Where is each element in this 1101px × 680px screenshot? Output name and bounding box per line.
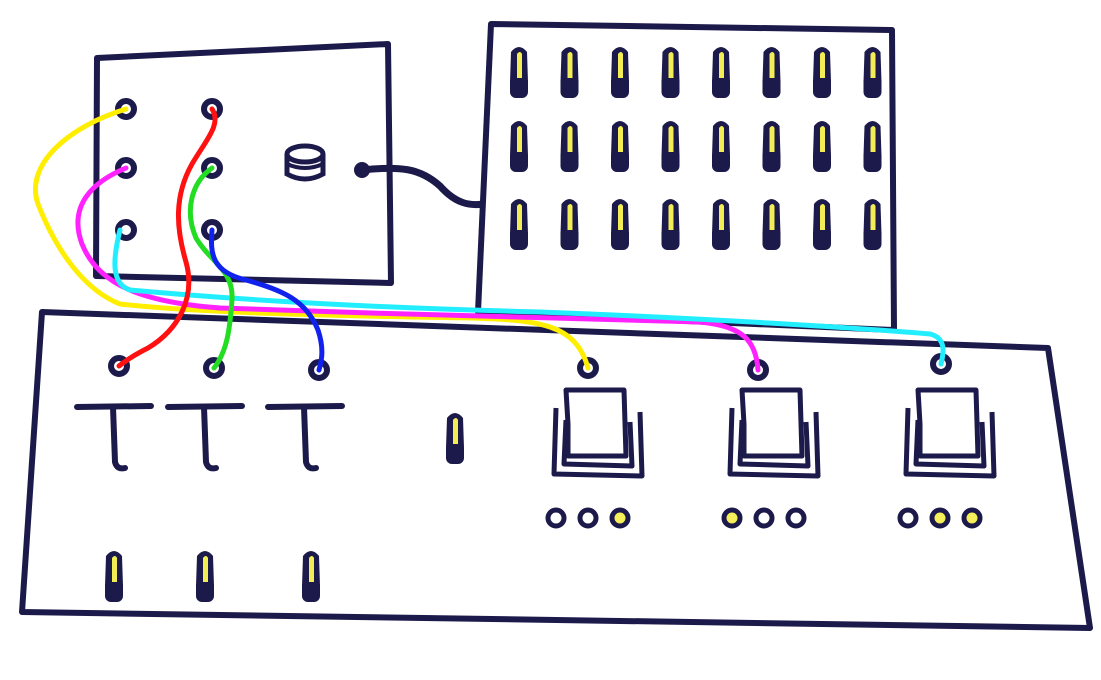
toggle-lever bbox=[820, 204, 825, 230]
console bbox=[19, 309, 1093, 631]
printer-housing-outer bbox=[903, 407, 997, 479]
toggle-switch-icon[interactable] bbox=[863, 199, 882, 250]
toggle-switch-icon[interactable] bbox=[661, 199, 680, 250]
toggle-switch-icon[interactable] bbox=[611, 199, 629, 250]
toggle-switch-icon[interactable] bbox=[762, 47, 781, 98]
toggle-lever bbox=[719, 52, 724, 78]
indicator-lamp-icon bbox=[897, 507, 919, 529]
toggle-lever bbox=[820, 126, 825, 152]
toggle-switch-icon[interactable] bbox=[510, 199, 528, 250]
printer-housing-inner bbox=[913, 419, 987, 469]
indicator-lamp-icon bbox=[609, 507, 631, 529]
toggle-switch-icon[interactable] bbox=[863, 121, 882, 172]
drum-icon bbox=[284, 143, 326, 182]
indicator-lamp-icon bbox=[577, 507, 599, 529]
printer-icon[interactable] bbox=[551, 387, 645, 479]
indicator-lamp-icon bbox=[545, 507, 567, 529]
toggle-lever bbox=[112, 556, 117, 582]
indicator-lamp-icon bbox=[961, 507, 983, 529]
toggle-switch-icon[interactable] bbox=[712, 199, 730, 250]
toggle-switch-icon[interactable] bbox=[813, 47, 831, 98]
toggle-switch-icon[interactable] bbox=[661, 121, 680, 172]
toggle-lever bbox=[668, 204, 674, 230]
toggle-lever bbox=[820, 52, 825, 78]
toggle-lever bbox=[618, 126, 623, 152]
toggle-lever bbox=[668, 126, 674, 152]
indicator-lamp-icon bbox=[721, 507, 743, 529]
toggle-switch-icon[interactable] bbox=[762, 199, 781, 250]
cyan-wire bbox=[112, 227, 946, 367]
toggle-switch-icon[interactable] bbox=[560, 121, 579, 172]
toggle-switch-icon[interactable] bbox=[813, 121, 831, 172]
toggle-switch-icon[interactable] bbox=[302, 551, 320, 602]
blue-wire bbox=[209, 227, 325, 373]
printer-paper bbox=[915, 387, 981, 459]
toggle-switch-icon[interactable] bbox=[762, 121, 781, 172]
key-stem bbox=[301, 404, 319, 472]
drum-top bbox=[284, 143, 326, 165]
toggle-lever bbox=[203, 556, 208, 582]
toggle-switch-icon[interactable] bbox=[560, 199, 579, 250]
patch-panel bbox=[93, 41, 394, 286]
toggle-switch-icon[interactable] bbox=[712, 121, 730, 172]
wires bbox=[33, 106, 946, 373]
indicator-lamp-icon bbox=[929, 507, 951, 529]
toggle-lever bbox=[517, 126, 522, 152]
printer-housing-outer bbox=[727, 407, 821, 479]
printer-housing-inner bbox=[737, 419, 811, 469]
printer-housing-inner bbox=[561, 419, 635, 469]
magenta-wire bbox=[75, 165, 761, 373]
toggle-lever bbox=[870, 52, 876, 78]
yellow-wire bbox=[33, 106, 591, 371]
toggle-switch-icon[interactable] bbox=[611, 47, 629, 98]
toggle-lever bbox=[309, 556, 314, 582]
toggle-switch-icon[interactable] bbox=[105, 551, 123, 602]
toggle-lever bbox=[719, 204, 724, 230]
printer-housing-outer bbox=[551, 407, 645, 479]
switch-bank-box bbox=[475, 21, 897, 333]
indicator-lamp-icon bbox=[785, 507, 807, 529]
telegraph-key-icon[interactable] bbox=[165, 403, 245, 472]
printer-icon[interactable] bbox=[727, 387, 821, 479]
toggle-switch-icon[interactable] bbox=[712, 47, 730, 98]
printer-paper bbox=[739, 387, 805, 459]
key-stem bbox=[201, 404, 219, 472]
toggle-lever bbox=[870, 204, 876, 230]
patch-panel-box bbox=[93, 41, 394, 286]
red-wire bbox=[116, 106, 218, 369]
toggle-lever bbox=[567, 52, 573, 78]
switch-bank bbox=[475, 21, 897, 333]
toggle-lever bbox=[618, 52, 623, 78]
connection-cable bbox=[358, 164, 488, 209]
telegraph-key-icon[interactable] bbox=[74, 403, 154, 472]
printer-icon[interactable] bbox=[903, 387, 997, 479]
toggle-switch-icon[interactable] bbox=[813, 199, 831, 250]
toggle-lever bbox=[453, 418, 458, 444]
toggle-switch-icon[interactable] bbox=[510, 121, 528, 172]
toggle-lever bbox=[769, 204, 775, 230]
drum-line bbox=[286, 162, 324, 170]
toggle-switch-icon[interactable] bbox=[863, 47, 882, 98]
toggle-lever bbox=[668, 52, 674, 78]
toggle-lever bbox=[517, 52, 522, 78]
toggle-lever bbox=[567, 204, 573, 230]
toggle-lever bbox=[719, 126, 724, 152]
indicator-lamp-icon bbox=[753, 507, 775, 529]
toggle-switch-icon[interactable] bbox=[661, 47, 680, 98]
toggle-lever bbox=[517, 204, 522, 230]
toggle-lever bbox=[618, 204, 623, 230]
toggle-switch-icon[interactable] bbox=[196, 551, 214, 602]
toggle-lever bbox=[567, 126, 573, 152]
key-stem bbox=[110, 404, 128, 472]
toggle-lever bbox=[769, 126, 775, 152]
toggle-switch-icon[interactable] bbox=[611, 121, 629, 172]
toggle-switch-icon[interactable] bbox=[560, 47, 579, 98]
printer-paper bbox=[563, 387, 629, 459]
toggle-lever bbox=[769, 52, 775, 78]
toggle-lever bbox=[870, 126, 876, 152]
telegraph-key-icon[interactable] bbox=[265, 403, 345, 472]
toggle-switch-icon[interactable] bbox=[510, 47, 528, 98]
toggle-switch-icon[interactable] bbox=[446, 413, 464, 464]
